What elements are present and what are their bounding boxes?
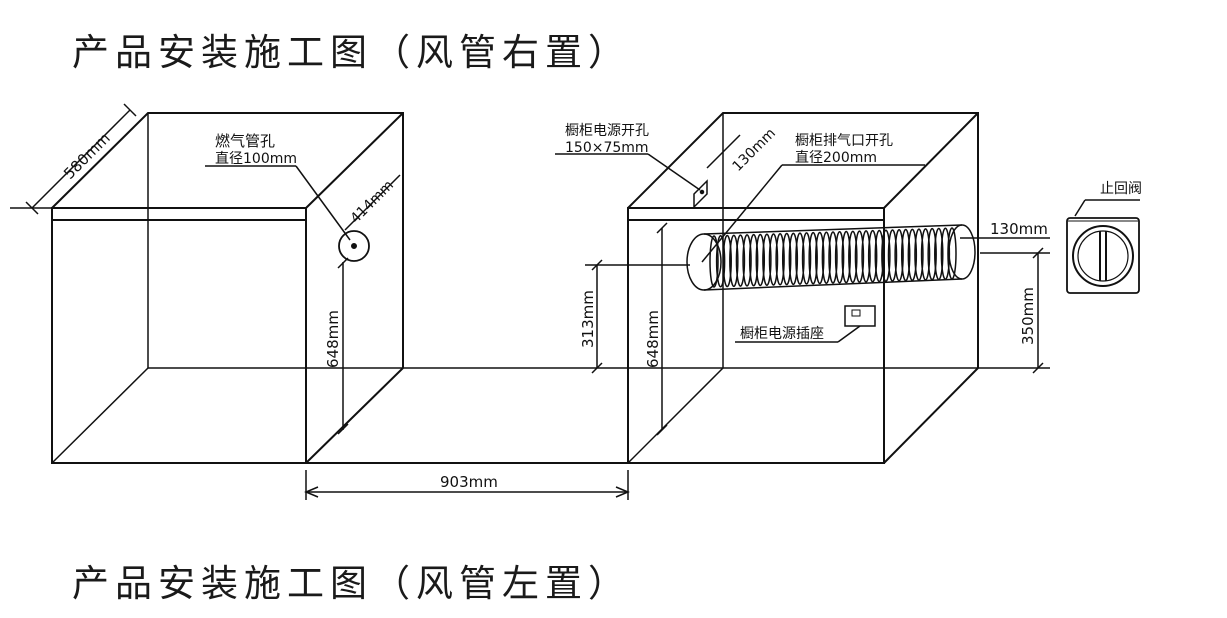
duct-rib (854, 230, 865, 283)
duct-rib (788, 232, 799, 286)
flexible-duct (686, 224, 976, 291)
duct-top-edge (703, 224, 963, 235)
dim-648-left (337, 257, 349, 435)
duct-rib (715, 235, 726, 288)
label-power-hole: 橱柜电源开孔 (565, 123, 649, 139)
label-350: 350mm (1019, 287, 1037, 345)
duct-rib (894, 229, 904, 282)
dim-313 (585, 259, 690, 374)
duct-rib (742, 234, 752, 287)
check-valve (1066, 199, 1140, 294)
duct-rib (828, 231, 838, 284)
dim-130-right (960, 237, 1050, 374)
title-duct-left: 产品安装施工图（风管左置） (72, 562, 631, 605)
duct-rib (729, 234, 739, 288)
label-power-hole-size: 150×75mm (565, 140, 649, 156)
label-414: 414mm (348, 177, 397, 226)
duct-rib (775, 233, 785, 286)
dim-580 (10, 103, 137, 215)
duct-rib (834, 231, 845, 284)
duct-rib (748, 233, 759, 287)
left-cabinet (51, 112, 404, 464)
duct-rib (848, 230, 858, 284)
duct-rib (768, 233, 779, 286)
label-exhaust: 橱柜排气口开孔 (795, 133, 893, 149)
label-130-top: 130mm (730, 125, 779, 174)
duct-rib (841, 230, 851, 284)
duct-rib (709, 235, 719, 288)
duct-rib (881, 229, 891, 282)
dim-648-right (656, 222, 668, 436)
duct-rib (861, 230, 871, 283)
duct-rib (735, 234, 746, 287)
duct-rib (808, 231, 818, 285)
right-cabinet (627, 112, 979, 464)
title-duct-right: 产品安装施工图（风管右置） (72, 31, 631, 74)
power-socket (735, 305, 876, 343)
label-gas-hole-diameter: 直径100mm (215, 150, 297, 167)
label-903: 903mm (440, 473, 498, 491)
duct-rib (887, 229, 898, 282)
duct-rib (874, 229, 885, 283)
duct-rib (815, 231, 825, 285)
duct-rib (821, 231, 832, 284)
label-socket: 橱柜电源插座 (740, 326, 824, 342)
duct-rib (867, 229, 878, 283)
label-check-valve: 止回阀 (1100, 181, 1142, 197)
gas-pipe-hole (205, 165, 370, 262)
duct-rib (762, 233, 772, 286)
duct-bottom-edge (703, 278, 963, 291)
label-313: 313mm (579, 290, 597, 348)
label-exhaust-diameter: 直径200mm (795, 149, 877, 166)
label-130-right: 130mm (990, 220, 1048, 238)
label-gas-hole: 燃气管孔 (215, 132, 275, 150)
label-648-right: 648mm (644, 310, 662, 368)
duct-rib (801, 232, 812, 285)
duct-rib (781, 232, 792, 286)
duct-rib (907, 228, 918, 282)
duct-end-right (948, 224, 976, 280)
label-648-left: 648mm (324, 310, 342, 368)
duct-rib (900, 228, 911, 282)
dim-414 (344, 174, 401, 231)
dim-903 (304, 470, 630, 500)
exhaust-leader (701, 164, 925, 263)
duct-rib (795, 232, 805, 285)
duct-rib (722, 234, 732, 288)
duct-rib (755, 233, 766, 287)
power-hole (555, 134, 741, 209)
